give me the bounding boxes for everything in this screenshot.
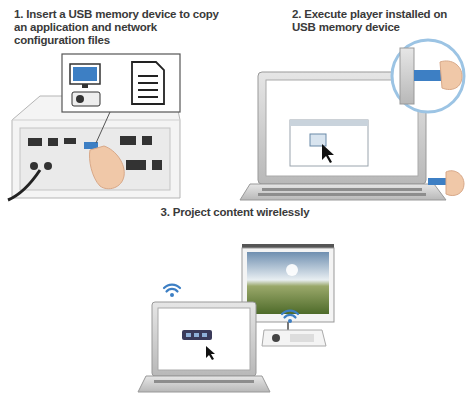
wireless-scene xyxy=(138,244,334,392)
step-label: 3. Project content wirelessly xyxy=(120,206,350,219)
label-slot: 3. Project content wirelessly xyxy=(120,206,350,219)
label-slot: 2. Execute player installed on USB memor… xyxy=(292,8,462,34)
step-label: 2. Execute player installed on USB memor… xyxy=(292,8,462,34)
projector-scene xyxy=(8,54,180,200)
step-label: 1. Insert a USB memory device to copy an… xyxy=(14,8,219,47)
laptop-scene xyxy=(240,40,464,200)
label-slot: 1. Insert a USB memory device to copy an… xyxy=(14,8,219,47)
